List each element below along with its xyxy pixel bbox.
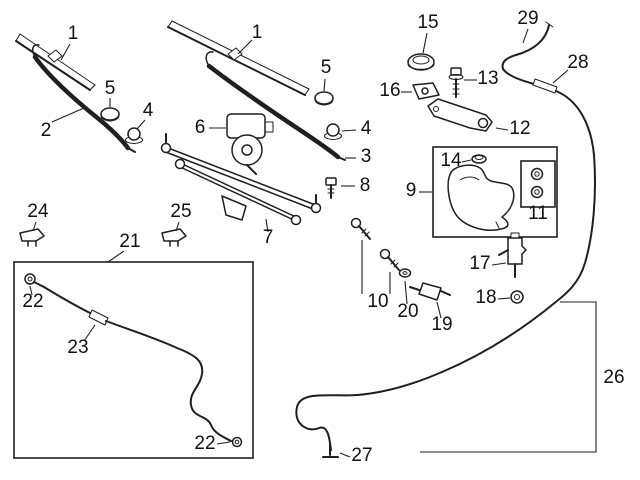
pivot-grommet-right <box>314 91 334 106</box>
callout-14: 14 <box>440 150 462 171</box>
hose-segment-lower <box>105 320 232 442</box>
callout-25: 25 <box>170 201 191 222</box>
pivot-cap-left <box>125 127 143 144</box>
callout-4-right: 4 <box>361 118 372 139</box>
pump-grommet <box>510 290 524 304</box>
callout-labels: 1 2 5 4 1 5 4 3 6 7 8 15 16 13 12 29 28 … <box>22 8 624 466</box>
bracket-bolt <box>448 67 464 98</box>
callout-13: 13 <box>477 68 498 89</box>
callout-22-top: 22 <box>22 291 43 312</box>
callout-5-left: 5 <box>105 78 116 99</box>
callout-9: 9 <box>406 180 417 201</box>
washer-pump <box>498 232 527 278</box>
washer-nozzle-right <box>161 228 187 247</box>
callout-22-bottom: 22 <box>194 433 215 454</box>
support-bracket <box>427 98 493 132</box>
callout-23: 23 <box>67 337 88 358</box>
callout-28: 28 <box>567 52 588 73</box>
callout-24: 24 <box>27 201 49 222</box>
callout-18: 18 <box>475 287 496 308</box>
callout-2: 2 <box>41 120 52 141</box>
washer-nozzle-left <box>19 228 45 247</box>
pivot-grommet-left <box>100 107 120 122</box>
linkage-bolt <box>325 177 337 199</box>
wiper-blade-left <box>15 33 96 91</box>
callout-3: 3 <box>361 146 372 167</box>
reservoir-cap <box>407 53 435 71</box>
mounting-bolts <box>350 217 400 271</box>
cap-bracket <box>412 82 440 100</box>
callout-10: 10 <box>367 291 388 312</box>
callout-19: 19 <box>431 314 452 335</box>
leader-lines <box>29 28 569 458</box>
wiper-blade-right <box>167 20 310 96</box>
callout-8: 8 <box>360 175 371 196</box>
check-valve <box>409 282 451 301</box>
sealing-washer <box>398 268 412 278</box>
hose-main <box>295 90 597 453</box>
callout-17: 17 <box>469 253 490 274</box>
callout-11: 11 <box>528 203 548 224</box>
hose-connector-mid <box>88 309 109 326</box>
callout-29: 29 <box>517 8 538 29</box>
wiper-arm-right <box>205 51 346 161</box>
callout-27: 27 <box>351 445 372 466</box>
hose-grommet-top <box>24 273 45 288</box>
filler-cap <box>471 154 487 164</box>
bracket-26 <box>420 301 597 453</box>
hose-grommet-bottom <box>231 436 243 448</box>
callout-6: 6 <box>195 117 206 138</box>
washer-reservoir-group <box>432 146 558 238</box>
reservoir-tank <box>447 164 515 231</box>
hose-assembly-group <box>13 261 254 459</box>
callout-21: 21 <box>119 231 140 252</box>
callout-26: 26 <box>603 367 624 388</box>
callout-4-left: 4 <box>143 100 154 121</box>
callout-16: 16 <box>379 80 400 101</box>
wiper-arm-left <box>31 44 136 153</box>
callout-1-left: 1 <box>68 23 79 44</box>
hose-connector <box>502 68 558 94</box>
callout-15: 15 <box>417 12 438 33</box>
wiper-motor <box>226 113 274 175</box>
hose-segment-upper <box>43 286 93 315</box>
grommet-box <box>520 160 556 208</box>
wiper-linkage <box>160 133 322 226</box>
hose-elbow <box>322 443 339 458</box>
pivot-cap-right <box>324 123 342 140</box>
callout-1-right: 1 <box>252 22 263 43</box>
hose-upper <box>501 21 554 70</box>
callout-5-right: 5 <box>321 57 332 78</box>
callout-7: 7 <box>263 227 274 248</box>
callout-12: 12 <box>509 118 530 139</box>
callout-20: 20 <box>397 301 418 322</box>
